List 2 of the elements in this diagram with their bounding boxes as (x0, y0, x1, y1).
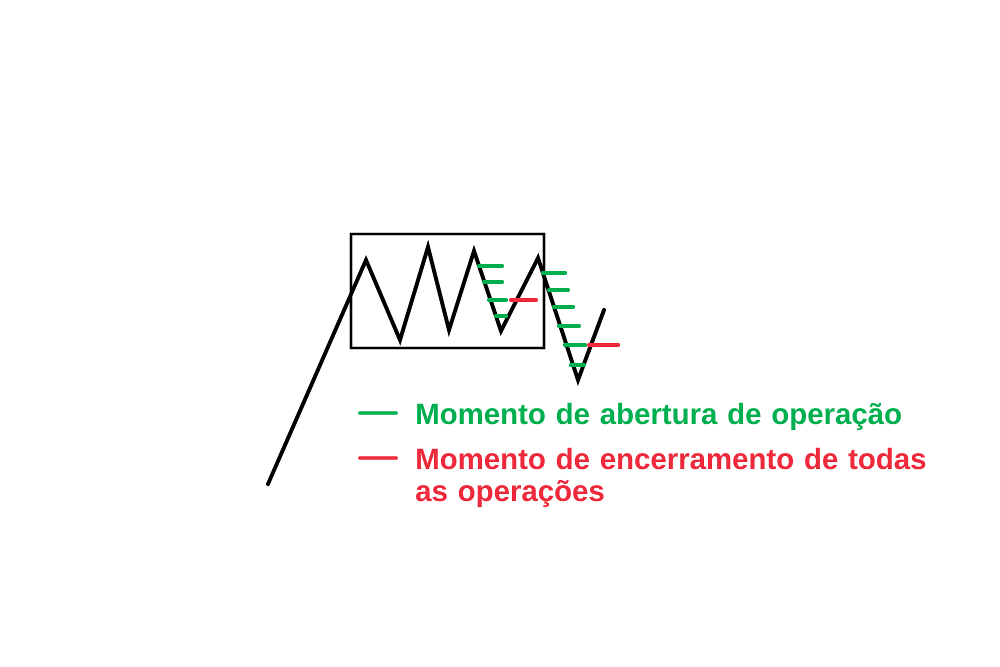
legend-text: Momento de encerramento de todas as operações (416, 448, 926, 508)
legend-text: Momento de abertura de operação (417, 402, 901, 430)
